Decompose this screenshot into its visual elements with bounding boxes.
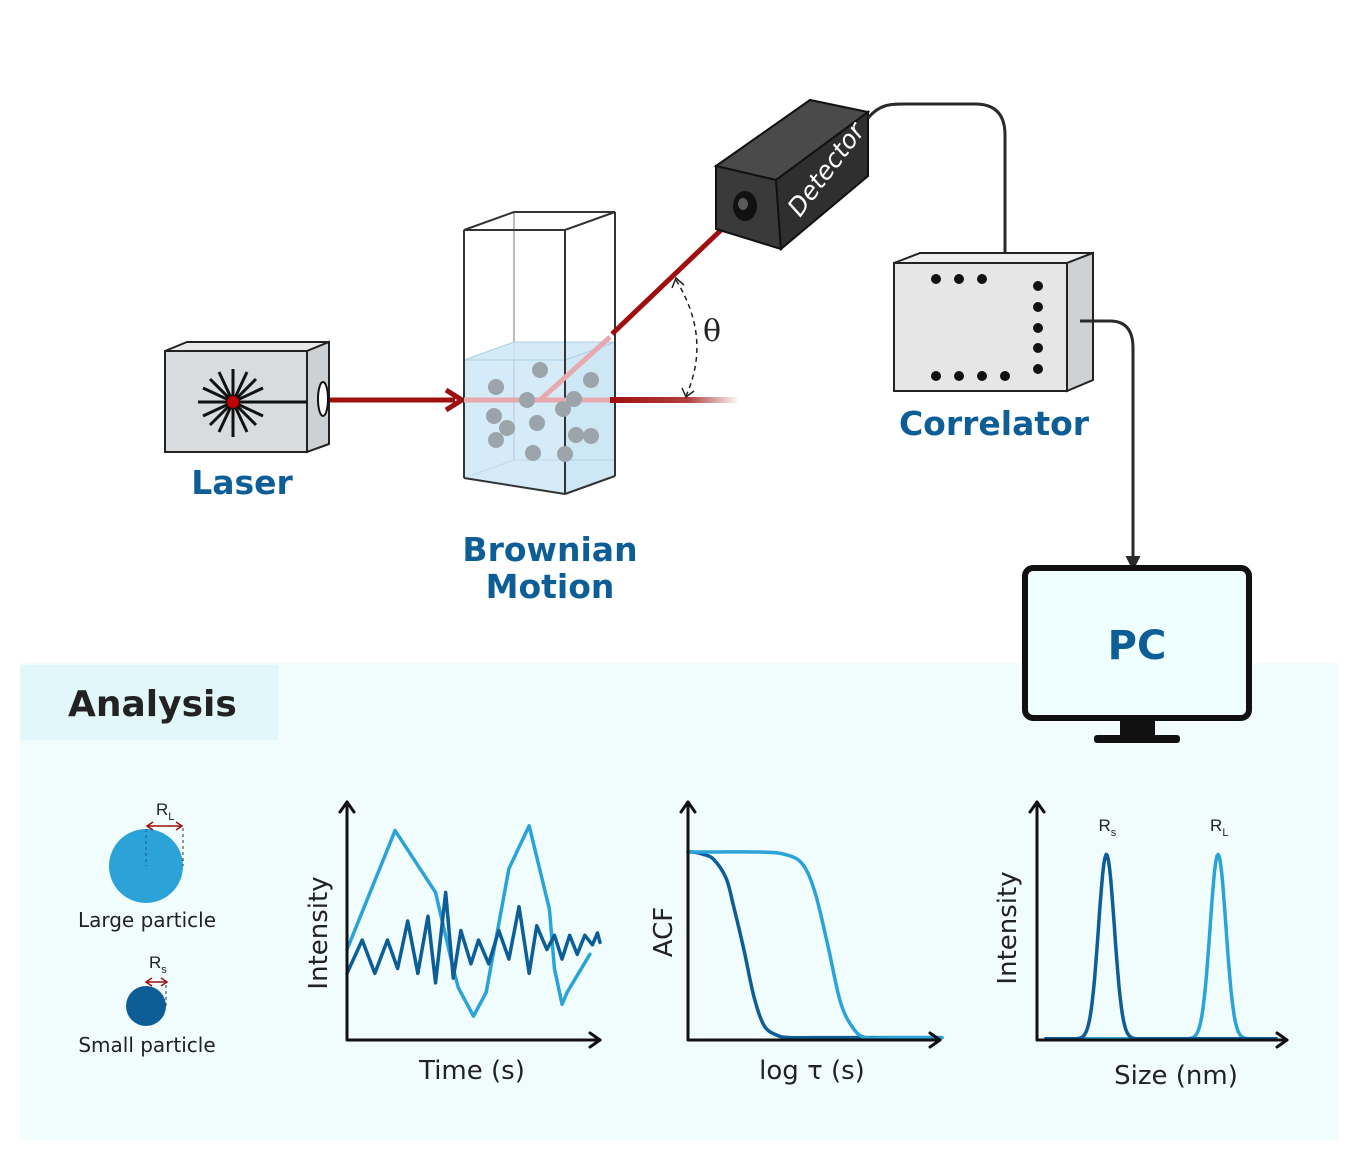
chart2-xlabel: log τ (s) bbox=[759, 1056, 865, 1086]
angle-arrow-bottom-icon bbox=[681, 387, 695, 399]
large-particle-label: Large particle bbox=[78, 908, 216, 932]
chart3-annotation-1: Rs bbox=[1098, 816, 1116, 839]
chart3-xlabel: Size (nm) bbox=[1114, 1061, 1238, 1091]
pc-monitor bbox=[1022, 565, 1252, 743]
incident-beam-arrow-icon bbox=[444, 387, 465, 413]
chart1-series-group bbox=[345, 824, 602, 1018]
chart3-y-arrow-icon bbox=[1028, 800, 1046, 814]
analysis-header: Analysis bbox=[68, 684, 237, 725]
chart2-series-1 bbox=[686, 850, 944, 1040]
chart1-xlabel: Time (s) bbox=[418, 1056, 525, 1086]
angle-arrow-top-icon bbox=[671, 276, 685, 289]
chart2-x-arrow-icon bbox=[928, 1031, 942, 1049]
large-radius-symbol: RL bbox=[156, 800, 174, 823]
pc-label: PC bbox=[1108, 623, 1167, 669]
chart1-x-arrow-icon bbox=[588, 1031, 602, 1049]
correlator-cable bbox=[1080, 319, 1141, 571]
chart1-axes bbox=[345, 800, 602, 1042]
chart2-y-arrow-icon bbox=[679, 800, 697, 814]
large-particle bbox=[109, 821, 184, 903]
chart3-x-arrow-icon bbox=[1275, 1031, 1289, 1049]
intensity-time-chart: Time (s) Intensity bbox=[304, 800, 602, 1086]
detector-device bbox=[713, 98, 871, 252]
particles bbox=[486, 362, 599, 462]
scattered-beam-in-sample bbox=[538, 335, 612, 402]
analysis-header-box bbox=[20, 665, 278, 740]
angle-theta: θ bbox=[703, 314, 721, 349]
correlator-device bbox=[893, 251, 1094, 393]
chart1-y-arrow-icon bbox=[338, 800, 356, 814]
chart3-ylabel: Intensity bbox=[993, 871, 1023, 984]
chart2-series-2 bbox=[686, 850, 944, 1041]
chart2-axes bbox=[686, 800, 942, 1042]
sample-label-line2: Motion bbox=[486, 567, 615, 606]
small-radius-symbol: Rs bbox=[149, 953, 167, 976]
correlator-label: Correlator bbox=[899, 404, 1090, 443]
size-distribution-chart: Size (nm) Intensity Rs RL bbox=[993, 800, 1289, 1091]
transmitted-beam bbox=[610, 397, 740, 403]
chart3-axes bbox=[1035, 800, 1289, 1042]
chart1-ylabel: Intensity bbox=[304, 876, 334, 989]
laser-device bbox=[164, 340, 330, 454]
small-particle bbox=[126, 977, 169, 1026]
acf-chart: log τ (s) ACF bbox=[649, 800, 944, 1086]
laser-label: Laser bbox=[191, 463, 293, 502]
detector-cable bbox=[866, 102, 1013, 284]
chart2-series-group bbox=[686, 850, 944, 1041]
chart2-ylabel: ACF bbox=[649, 907, 679, 957]
small-particle-label: Small particle bbox=[78, 1033, 215, 1057]
chart1-series-2 bbox=[345, 890, 602, 985]
chart3-annotations: Rs RL bbox=[1098, 816, 1228, 839]
sample-label-line1: Brownian bbox=[462, 530, 637, 569]
chart3-annotation-2: RL bbox=[1210, 816, 1228, 839]
angle-arc bbox=[675, 279, 698, 397]
